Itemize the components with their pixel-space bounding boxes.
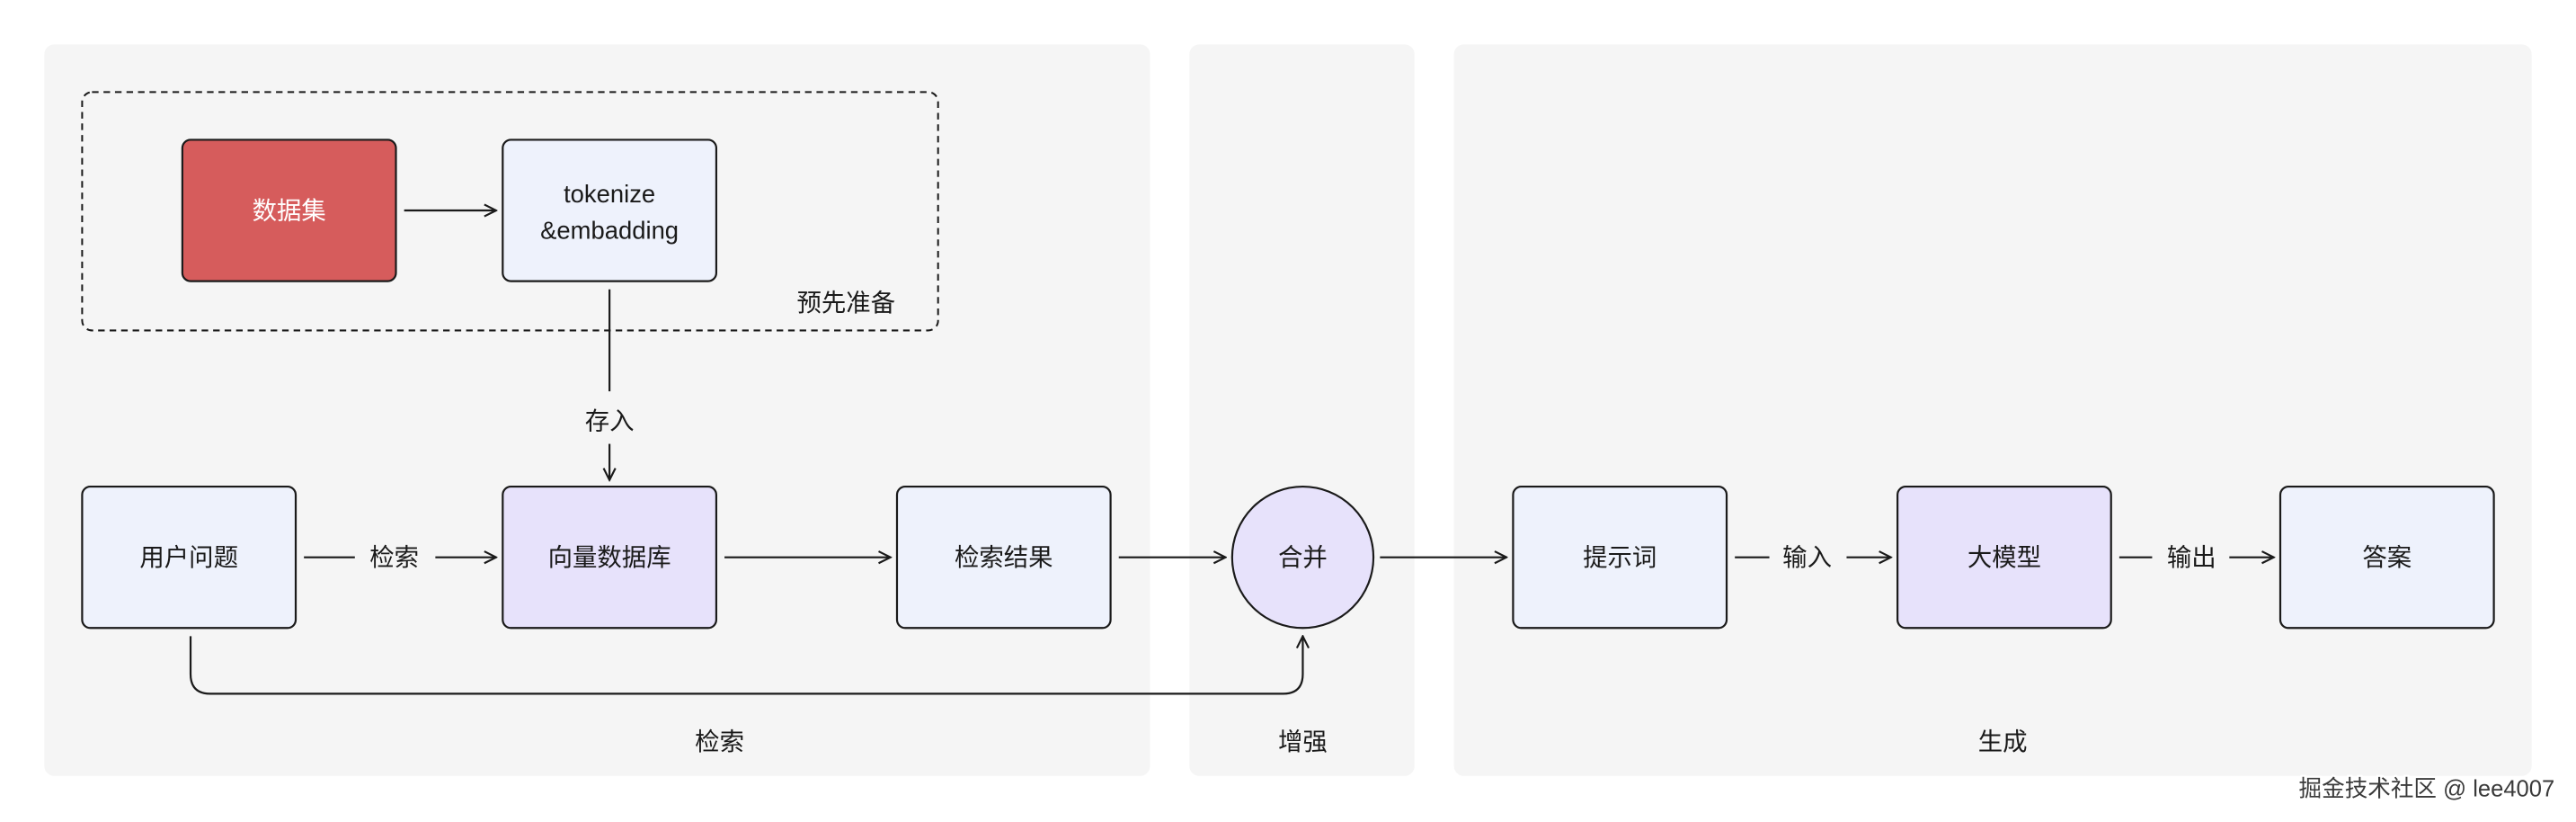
node-dataset-label: 数据集: [253, 197, 326, 225]
panel-augment-label: 增强: [1278, 728, 1328, 755]
node-prompt: [1512, 485, 1728, 630]
node-tokenize: [502, 138, 718, 282]
node-llm-label: 大模型: [1968, 543, 2041, 571]
node-search-results-label: 检索结果: [955, 543, 1053, 571]
edge-label-input: 输入: [1782, 543, 1832, 571]
edge-label-store: 存入: [585, 407, 635, 434]
node-tokenize-label-line2: &embadding: [540, 216, 679, 244]
node-user-question: [81, 485, 298, 630]
node-vector-db: [502, 485, 718, 630]
panel-generate-label: 生成: [1978, 728, 2028, 755]
node-answer: [2278, 485, 2495, 630]
edge-label-output: 输出: [2167, 543, 2216, 571]
watermark: 掘金技术社区 @ lee4007: [2299, 775, 2555, 801]
node-merge: [1230, 485, 1375, 630]
node-answer-label: 答案: [2362, 543, 2412, 571]
node-tokenize-label-line1: tokenize: [564, 180, 655, 208]
node-prompt-label: 提示词: [1583, 543, 1657, 571]
prep-group-label: 预先准备: [797, 289, 896, 317]
node-llm: [1896, 485, 2112, 630]
prep-group-box: [81, 91, 939, 332]
node-merge-label: 合并: [1278, 543, 1328, 571]
node-user-question-label: 用户问题: [139, 543, 238, 571]
edge-label-retrieve: 检索: [369, 543, 419, 571]
edge-question-to-merge: [189, 636, 1302, 695]
node-vector-db-label: 向量数据库: [548, 543, 671, 571]
panel-retrieve-label: 检索: [695, 728, 744, 755]
panel-generate: [1453, 44, 2532, 776]
node-search-results: [895, 485, 1112, 630]
node-dataset: [181, 138, 397, 282]
